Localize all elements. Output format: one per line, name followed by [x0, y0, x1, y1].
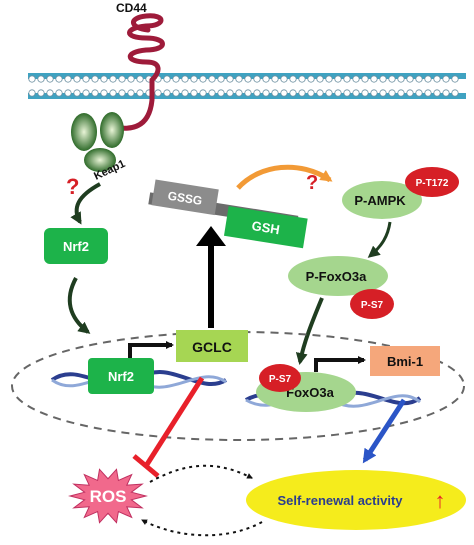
- nrf2-cytoplasm-label: Nrf2: [63, 239, 89, 254]
- gssg-label: GSSG: [167, 189, 203, 208]
- inhibition-bar-ros: [132, 454, 160, 478]
- gssg-gsh-balance: GSSG GSH: [148, 179, 308, 249]
- keap1-complex: Keap1: [71, 112, 127, 183]
- arrow-gsh-to-pampk: [236, 164, 333, 190]
- nrf2-nucleus-label: Nrf2: [108, 369, 134, 384]
- arrowhead-gclc-to-gsh: [196, 226, 226, 246]
- p-foxo3a-label: P-FoxO3a: [306, 269, 367, 284]
- self-renewal-node: Self-renewal activity ↑: [246, 470, 466, 530]
- up-arrow-icon: ↑: [435, 488, 446, 513]
- p-foxo3a-node: P-FoxO3a P-S7: [288, 256, 394, 319]
- dotted-loop-top: [149, 464, 253, 483]
- arrow-nrf2-to-nucleus: [67, 277, 91, 334]
- question-mark-left: ?: [66, 174, 79, 199]
- inhibition-line-gclc-ros: [143, 376, 205, 468]
- p-ampk-node: P-AMPK P-T172: [342, 167, 459, 219]
- arrow-foxo3a-to-bmi1: [314, 356, 366, 372]
- gclc-label: GCLC: [192, 339, 232, 355]
- arrow-bmi1-to-self-renewal: [362, 398, 407, 464]
- arrow-pfoxo3a-to-foxo3a: [295, 297, 324, 365]
- foxo3a-node: FoxO3a P-S7: [256, 364, 356, 412]
- nrf2-cytoplasm-box: Nrf2: [44, 228, 108, 264]
- gclc-box: GCLC: [176, 330, 248, 362]
- p-s7-lower-label: P-S7: [269, 374, 292, 385]
- cd44-label: CD44: [116, 1, 147, 15]
- ros-starburst: ROS: [68, 468, 148, 524]
- cd44-receptor: CD44: [116, 1, 165, 131]
- p-ampk-label: P-AMPK: [354, 193, 406, 208]
- arrow-pampk-to-pfoxo3a: [367, 221, 392, 258]
- bmi1-label: Bmi-1: [387, 354, 423, 369]
- p-s7-upper-label: P-S7: [361, 300, 384, 311]
- self-renewal-label: Self-renewal activity: [278, 493, 404, 508]
- cell-membrane: [28, 72, 466, 99]
- nrf2-nucleus-box: Nrf2: [88, 358, 154, 394]
- ros-label: ROS: [90, 487, 127, 506]
- gsh-label: GSH: [251, 218, 281, 237]
- bmi1-box: Bmi-1: [370, 346, 440, 376]
- nucleus-boundary: [11, 331, 465, 441]
- p-t172-label: P-T172: [416, 178, 449, 189]
- arrow-nrf2-to-gclc: [128, 341, 174, 358]
- foxo3a-label: FoxO3a: [286, 385, 334, 400]
- arrow-keap1-to-nrf2: [70, 182, 101, 225]
- question-mark-top: ?: [306, 172, 318, 194]
- lipid-heads: [28, 75, 459, 97]
- dotted-loop-bottom: [141, 519, 263, 537]
